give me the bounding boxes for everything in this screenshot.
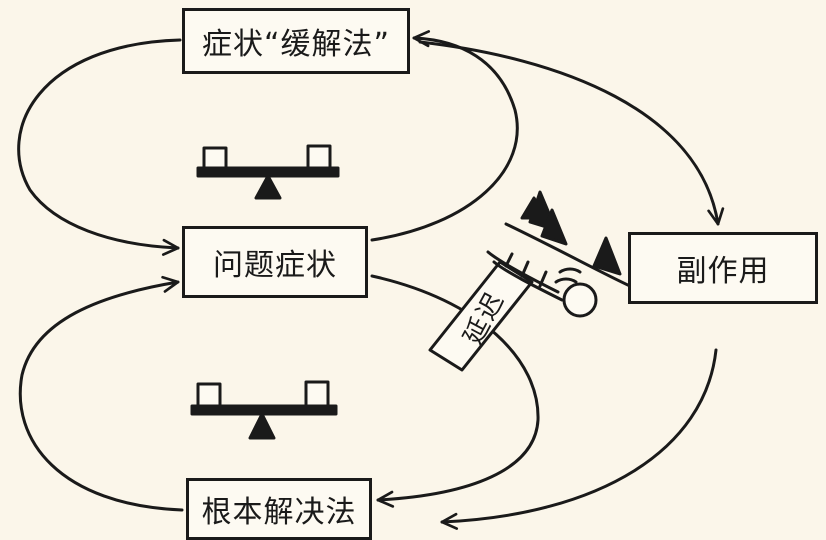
- arrow-fundamental-to-problem: [18, 275, 184, 512]
- delay-sign: [428, 260, 534, 372]
- balance-scale-icon: [196, 144, 340, 200]
- skier-slope-icon: [486, 190, 632, 318]
- tree-icon: [592, 236, 622, 276]
- symptomatic-solution-box: 症状“缓解法”: [182, 8, 410, 74]
- arrow-problem-to-fundamental-delayed: [370, 274, 540, 508]
- side-effect-box: 副作用: [628, 232, 818, 304]
- problem-symptom-box: 问题症状: [182, 226, 368, 298]
- fundamental-solution-box: 根本解决法: [186, 478, 372, 540]
- arrow-solution-to-problem: [17, 38, 182, 256]
- arrow-side-effect-to-fundamental: [440, 348, 718, 530]
- balance-scale-icon: [190, 380, 338, 440]
- tree-icon: [540, 208, 568, 246]
- arrow-solution-to-side-effect: [418, 40, 725, 226]
